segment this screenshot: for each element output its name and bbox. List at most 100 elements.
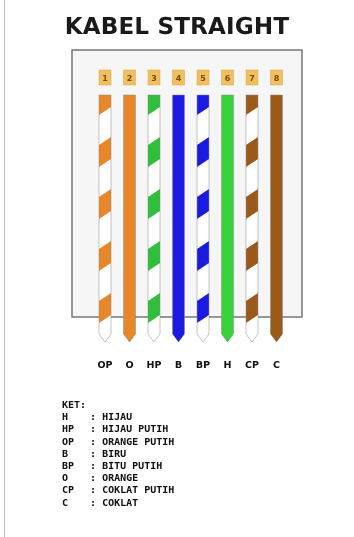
legend-text: BIRU [102,448,127,460]
legend-separator: : [90,448,97,460]
pin-number-2: 2 [127,74,133,83]
legend-text: COKLAT [102,497,139,509]
wire-stripe [99,137,111,167]
wire-stripe [148,241,160,271]
pin-number-5: 5 [200,74,206,83]
wire-stripe [148,189,160,219]
legend-separator: : [90,436,97,448]
legend-separator: : [90,424,97,436]
pin-number-7: 7 [249,74,255,83]
wire-outline [270,94,283,343]
legend-code: C [62,497,69,509]
legend-separator: : [90,485,97,497]
wire-stripe [246,241,258,271]
pin-contact-3 [147,69,161,86]
wire-outline [98,94,112,343]
legend-row: CP: COKLAT PUTIH [62,485,174,497]
legend-row: BP: BITU PUTIH [62,461,174,473]
pin-number-3: 3 [151,74,157,83]
wire-outline [123,94,136,343]
diagram-title: KABEL STRAIGHT [64,14,290,40]
wire-stripe [197,95,209,115]
legend-header: KET: [62,400,87,411]
pin-number-1: 1 [102,74,108,83]
wire-outline [245,94,259,343]
wire-HP [148,95,160,342]
pin-contact-8 [270,69,283,86]
legend-code: O [62,473,69,485]
wire-stripe [99,95,111,115]
wire-stripe [99,189,111,219]
wire-B [172,95,185,342]
wire-label-OP: OP [97,360,112,371]
legend-code: B [62,448,69,460]
legend-separator: : [90,461,97,473]
legend-row: C: COKLAT [62,498,174,510]
pin-contact-7 [245,69,259,86]
wire-stripe [246,95,258,115]
legend-code: HP [62,424,75,436]
legend-row: HP: HIJAU PUTIH [62,424,174,436]
wire-stripe [197,293,209,323]
wire-label-O: O [125,360,133,371]
wire-outline [147,94,161,343]
legend-row: O: ORANGE [62,473,174,485]
legend-row: OP: ORANGE PUTIH [62,437,174,449]
wire-stripe [148,293,160,323]
wire-H [221,95,234,342]
wire-outline [172,94,185,343]
pin-contact-1 [98,69,112,86]
legend-row: B: BIRU [62,449,174,461]
pin-number-8: 8 [274,74,280,83]
wire-stripe [246,137,258,167]
pin-number-4: 4 [176,74,182,83]
wire-stripe [197,189,209,219]
wire-label-C: C [273,360,280,371]
legend-text: HIJAU [102,412,133,424]
pin-contact-2 [123,69,136,86]
pin-number-6: 6 [225,74,231,83]
wire-stripe [99,293,111,323]
wire-stripe [197,137,209,167]
wire-label-H: H [224,360,232,371]
legend-separator: : [90,473,97,485]
legend-text: HIJAU PUTIH [102,424,169,436]
wire-CP [246,95,258,342]
wire-label-BP: BP [196,360,210,371]
pin-contact-5 [196,69,210,86]
wire-stripe [197,241,209,271]
legend-code: H [62,412,69,424]
wire-C [270,95,283,342]
wire-OP [99,95,111,342]
wire-stripe [246,189,258,219]
legend-text: COKLAT PUTIH [102,485,175,497]
legend-row: H: HIJAU [62,412,174,424]
wire-label-CP: CP [245,360,259,371]
legend-text: ORANGE PUTIH [102,436,175,448]
wire-stripe [99,241,111,271]
wire-body-H [221,95,234,342]
wire-outline [221,94,234,343]
left-border-line [4,0,5,537]
wire-label-HP: HP [147,360,162,371]
legend-separator: : [90,497,97,509]
wire-BP [197,95,209,342]
wire-body-B [172,95,185,342]
legend-code: OP [62,436,75,448]
wire-stripe [246,293,258,323]
legend-code: CP [62,485,75,497]
pin-contact-6 [221,69,234,86]
legend-separator: : [90,412,97,424]
wire-outline [196,94,210,343]
wire-stripe [148,95,160,115]
legend-code: BP [62,461,75,473]
legend-text: ORANGE [102,473,139,485]
wire-body-O [123,95,136,342]
wire-label-B: B [175,360,182,371]
wire-O [123,95,136,342]
connector-svg: 1OP 2O 3HP 4B 5BP 6H 7CP 8C [71,49,303,371]
wire-body-C [270,95,283,342]
